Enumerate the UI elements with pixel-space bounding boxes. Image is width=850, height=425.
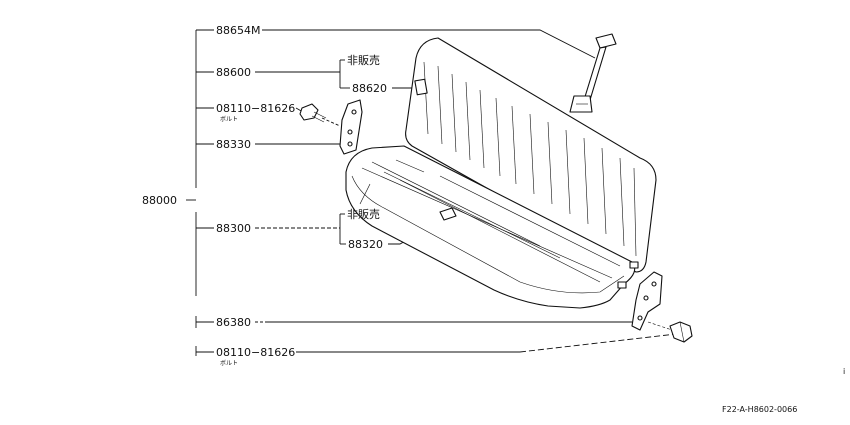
bolt-top: [299, 103, 327, 123]
right-bracket: [631, 271, 663, 331]
label-88000: 88000: [142, 194, 177, 207]
bolt-bottom: [647, 321, 693, 343]
label-88300: 88300: [216, 222, 251, 235]
label-bolt-top: ボルト: [220, 115, 238, 123]
strap-part: [569, 33, 617, 113]
left-hinge-bracket: [339, 99, 363, 155]
label-86380: 86380: [216, 316, 251, 329]
figure-code: F22-A-H8602-0066: [722, 405, 797, 414]
label-08110-bottom: 08110−81626: [216, 346, 295, 359]
label-88600: 88600: [216, 66, 251, 79]
label-88620: 88620: [352, 82, 387, 95]
label-08110-top: 08110−81626: [216, 102, 295, 115]
label-88654M: 88654M: [216, 24, 260, 37]
label-bolt-bottom: ボルト: [220, 359, 238, 367]
label-88330: 88330: [216, 138, 251, 151]
corner-mark: i: [843, 367, 845, 376]
label-not-sold-2: 非販売: [347, 208, 380, 221]
seat-back: [405, 37, 657, 273]
label-88320: 88320: [348, 238, 383, 251]
label-not-sold-1: 非販売: [347, 54, 380, 67]
seat-cushion: [345, 145, 639, 309]
